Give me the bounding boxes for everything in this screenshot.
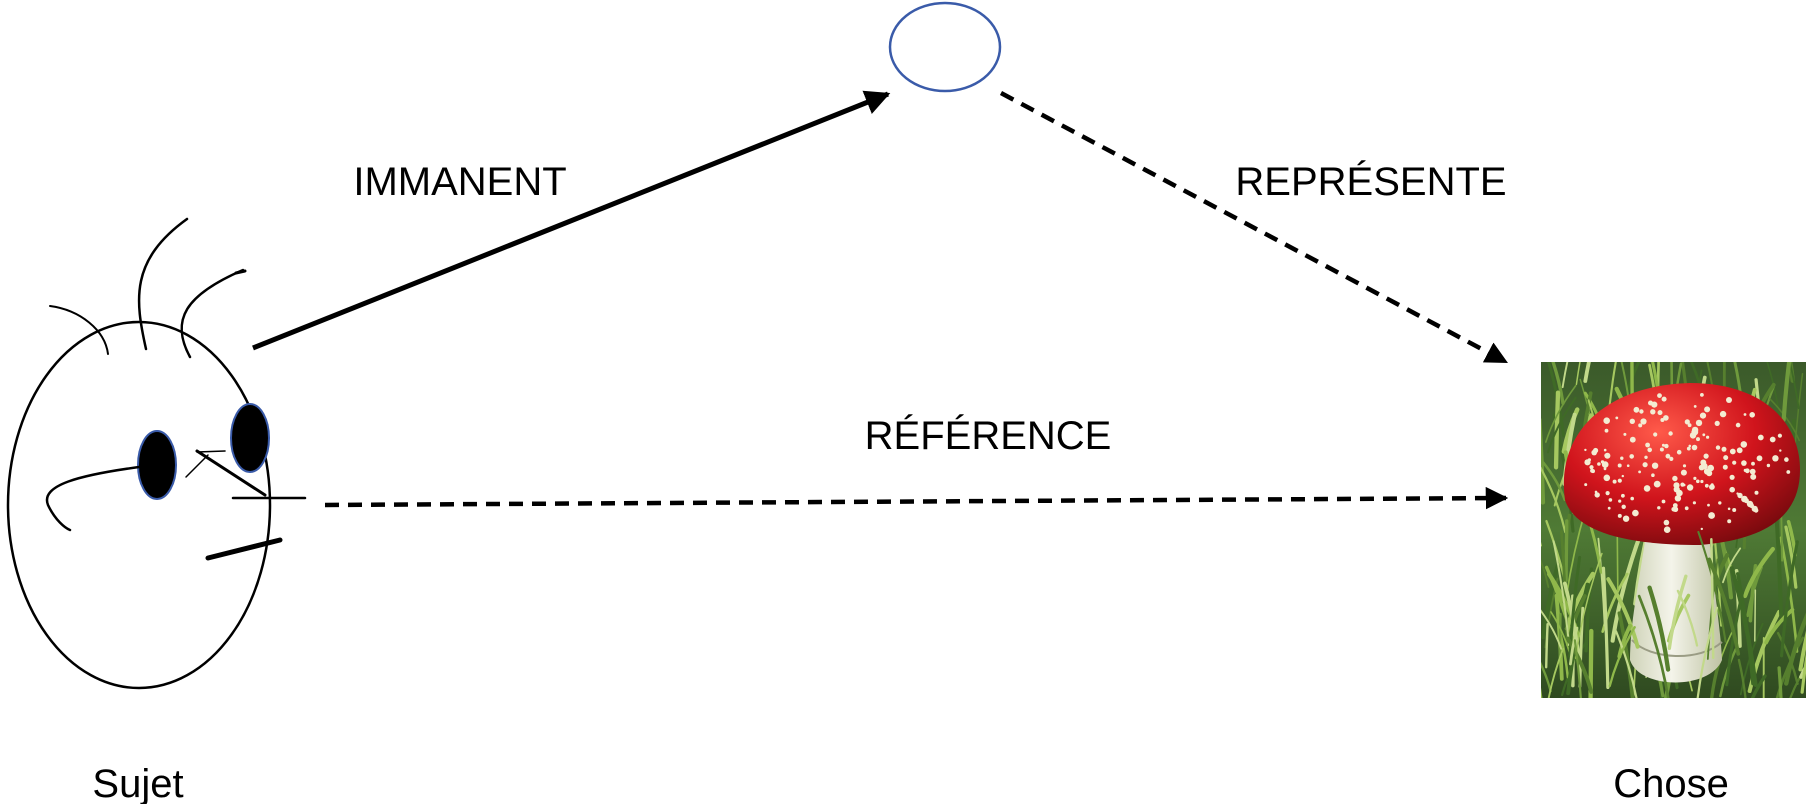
mouth-line	[205, 537, 283, 561]
sujet-label: Sujet	[92, 762, 183, 804]
face-line	[45, 465, 141, 532]
hair-strand	[49, 305, 109, 355]
nose-tick	[196, 450, 226, 453]
hair-strand	[137, 217, 189, 351]
hair-tip	[234, 269, 247, 275]
mushroom-photo	[1541, 362, 1806, 698]
face-outline	[6, 320, 272, 690]
immanent-label: IMMANENT	[353, 160, 566, 204]
hair-strand	[180, 268, 245, 359]
represente-label: REPRÉSENTE	[1235, 159, 1506, 204]
nose-tick	[185, 454, 209, 478]
concept-node-icon	[888, 1, 1002, 93]
nose-line	[195, 449, 267, 497]
represente-arrow	[999, 91, 1508, 364]
reference-label: RÉFÉRENCE	[865, 413, 1112, 458]
subject-face-icon	[6, 217, 307, 690]
left-eye-icon	[137, 430, 177, 500]
chose-label: Chose	[1613, 762, 1729, 804]
immanent-arrow	[252, 90, 891, 351]
right-eye-icon	[230, 403, 270, 473]
reference-arrow	[324, 486, 1509, 510]
